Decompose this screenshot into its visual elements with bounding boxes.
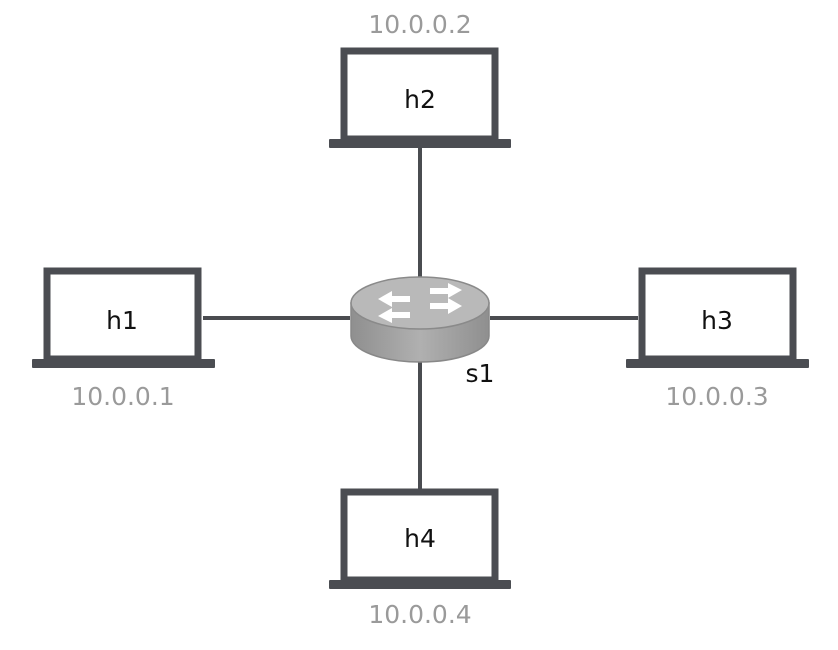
host-label: h2 [404, 85, 436, 114]
ip-address: 10.0.0.2 [368, 10, 471, 39]
host-label: h4 [404, 524, 436, 553]
switch-arrows [378, 283, 462, 323]
ip-address: 10.0.0.4 [368, 600, 471, 629]
host-label: h1 [106, 306, 138, 335]
switch-label: s1 [466, 359, 495, 388]
laptop-icon [32, 267, 215, 368]
host-h2[interactable]: h2 10.0.0.2 [329, 10, 511, 148]
switch-icon [350, 276, 490, 363]
host-h4[interactable]: h4 10.0.0.4 [329, 488, 511, 629]
links [203, 145, 638, 490]
laptop-icon [626, 267, 809, 368]
host-h3[interactable]: h3 10.0.0.3 [626, 267, 809, 411]
host-label: h3 [701, 306, 733, 335]
laptop-icon [329, 47, 511, 148]
laptop-icon [329, 488, 511, 589]
host-h1[interactable]: h1 10.0.0.1 [32, 267, 215, 411]
ip-address: 10.0.0.1 [71, 382, 174, 411]
switch-s1[interactable]: s1 [350, 276, 495, 388]
ip-address: 10.0.0.3 [665, 382, 768, 411]
